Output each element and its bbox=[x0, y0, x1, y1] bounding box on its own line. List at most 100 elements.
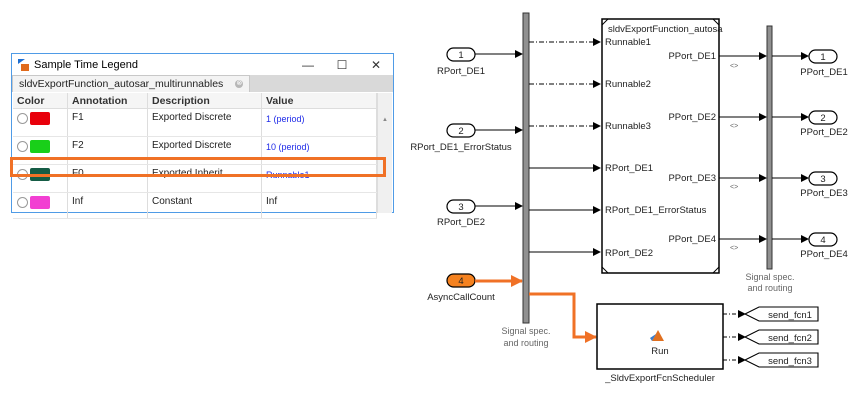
color-cell bbox=[13, 136, 68, 165]
outport-label: PPort_DE4 bbox=[800, 249, 848, 260]
send-fcn-label: send_fcn2 bbox=[768, 333, 812, 344]
color-cell bbox=[13, 108, 68, 137]
col-header-value: Value bbox=[261, 93, 377, 109]
inport-number: 1 bbox=[458, 50, 463, 61]
subsystem-input-port: RPort_DE2 bbox=[605, 248, 653, 259]
subsystem-input-port: Runnable2 bbox=[605, 79, 651, 90]
subsystem-output-port: PPort_DE4 bbox=[668, 234, 716, 245]
outport-4[interactable]: 4 PPort_DE4 bbox=[800, 232, 848, 260]
send-fcn-label: send_fcn1 bbox=[768, 310, 812, 321]
async-call-route-line[interactable] bbox=[529, 292, 597, 343]
outport-number: 3 bbox=[820, 174, 825, 185]
legend-row-highlighted: F0 Exported Inherit Runnable1 bbox=[13, 164, 377, 193]
row-radio[interactable] bbox=[17, 113, 28, 124]
subsystem-output-port: PPort_DE1 bbox=[668, 51, 716, 62]
color-cell bbox=[13, 192, 68, 219]
col-header-color: Color bbox=[13, 93, 68, 109]
title-bar: Sample Time Legend — ☐ ✕ bbox=[12, 54, 393, 75]
outport-label: PPort_DE3 bbox=[800, 188, 848, 199]
col-header-description: Description bbox=[147, 93, 262, 109]
description-cell: Exported Discrete bbox=[147, 136, 262, 165]
col-header-annotation: Annotation bbox=[67, 93, 148, 109]
sample-time-legend-window: Sample Time Legend — ☐ ✕ sldvExportFunct… bbox=[11, 53, 394, 219]
bus-marker: <> bbox=[730, 184, 738, 191]
matlab-app-icon bbox=[18, 58, 30, 71]
scroll-up-icon[interactable]: ▲ bbox=[382, 117, 388, 123]
outport-label: PPort_DE1 bbox=[800, 67, 848, 78]
block-label: and routing bbox=[503, 338, 548, 348]
window-title: Sample Time Legend bbox=[34, 58, 138, 71]
legend-table: Color Annotation Description Value F1 Ex… bbox=[13, 93, 377, 219]
description-cell: Exported Inherit bbox=[147, 164, 262, 193]
color-swatch[interactable] bbox=[30, 140, 50, 153]
inport-label: RPort_DE1_ErrorStatus bbox=[410, 142, 512, 153]
legend-header-row: Color Annotation Description Value bbox=[13, 93, 377, 109]
inport-label: RPort_DE1 bbox=[437, 66, 485, 77]
matlab-logo-icon bbox=[650, 330, 664, 341]
outport-3[interactable]: 3 PPort_DE3 bbox=[800, 171, 848, 199]
color-cell bbox=[13, 164, 68, 193]
subsystem-input-port: Runnable3 bbox=[605, 121, 651, 132]
vertical-scrollbar[interactable]: ▲ bbox=[377, 93, 392, 213]
tab-label: sldvExportFunction_autosar_multirunnable… bbox=[19, 78, 224, 90]
row-radio[interactable] bbox=[17, 197, 28, 208]
color-swatch[interactable] bbox=[30, 112, 50, 125]
annotation-cell: F0 bbox=[67, 164, 148, 193]
outport-label: PPort_DE2 bbox=[800, 127, 848, 138]
maximize-button[interactable]: ☐ bbox=[336, 57, 348, 72]
bus-marker: <> bbox=[730, 245, 738, 252]
annotation-cell: F2 bbox=[67, 136, 148, 165]
subsystem-input-port: RPort_DE1_ErrorStatus bbox=[605, 205, 707, 216]
tab-model[interactable]: sldvExportFunction_autosar_multirunnable… bbox=[12, 75, 251, 92]
outport-2[interactable]: 2 PPort_DE2 bbox=[800, 110, 848, 138]
subsystem-output-port: PPort_DE2 bbox=[668, 112, 716, 123]
inport-1[interactable]: 1 RPort_DE1 bbox=[437, 47, 485, 77]
inport-label: RPort_DE2 bbox=[437, 217, 485, 228]
description-cell: Constant bbox=[147, 192, 262, 219]
export-function-subsystem[interactable]: sldvExportFunction_autosa Runnable1 Runn… bbox=[601, 18, 723, 274]
block-label: Signal spec. bbox=[501, 326, 550, 336]
highlight-box bbox=[10, 157, 386, 177]
block-label: and routing bbox=[747, 283, 792, 293]
description-cell: Exported Discrete bbox=[147, 108, 262, 137]
annotation-cell: F1 bbox=[67, 108, 148, 137]
inport-2[interactable]: 2 RPort_DE1_ErrorStatus bbox=[410, 123, 512, 153]
value-cell: Inf bbox=[261, 192, 377, 219]
block-label: Signal spec. bbox=[745, 272, 794, 282]
outport-1[interactable]: 1 PPort_DE1 bbox=[800, 49, 848, 78]
send-fcn-outport-2[interactable]: send_fcn2 bbox=[743, 329, 819, 345]
inport-number: 2 bbox=[458, 126, 463, 137]
run-label: Run bbox=[651, 346, 668, 357]
legend-row: Inf Constant Inf bbox=[13, 192, 377, 219]
value-link[interactable]: 1 (period) bbox=[261, 108, 377, 137]
outport-number: 4 bbox=[820, 235, 825, 246]
inport-4-async[interactable]: 4 AsyncCallCount bbox=[427, 273, 495, 303]
send-fcn-outport-3[interactable]: send_fcn3 bbox=[743, 352, 819, 368]
bus-marker: <> bbox=[730, 123, 738, 130]
tab-strip: sldvExportFunction_autosar_multirunnable… bbox=[12, 75, 393, 92]
legend-row: F2 Exported Discrete 10 (period) bbox=[13, 136, 377, 165]
inport-label: AsyncCallCount bbox=[427, 292, 495, 303]
right-signal-spec-block[interactable]: Signal spec. and routing bbox=[745, 25, 795, 293]
row-radio[interactable] bbox=[17, 141, 28, 152]
subsystem-input-port: RPort_DE1 bbox=[605, 163, 653, 174]
subsystem-output-port: PPort_DE3 bbox=[668, 173, 716, 184]
close-button[interactable]: ✕ bbox=[370, 57, 382, 72]
inport-number: 3 bbox=[458, 202, 463, 213]
minimize-button[interactable]: — bbox=[302, 57, 314, 72]
inport-number: 4 bbox=[458, 276, 463, 287]
subsystem-input-port: Runnable1 bbox=[605, 37, 651, 48]
left-signal-spec-block[interactable]: Signal spec. and routing bbox=[501, 12, 551, 348]
scheduler-name: _SldvExportFcnScheduler bbox=[604, 373, 715, 384]
value-link[interactable]: 10 (period) bbox=[261, 136, 377, 165]
inport-3[interactable]: 3 RPort_DE2 bbox=[437, 199, 485, 228]
legend-row: F1 Exported Discrete 1 (period) bbox=[13, 108, 377, 137]
send-fcn-label: send_fcn3 bbox=[768, 356, 812, 367]
bus-marker: <> bbox=[730, 63, 738, 70]
color-swatch[interactable] bbox=[30, 196, 50, 209]
tab-close-icon[interactable]: ⊗ bbox=[235, 80, 244, 88]
scheduler-block[interactable]: Run _SldvExportFcnScheduler bbox=[596, 303, 724, 384]
send-fcn-outport-1[interactable]: send_fcn1 bbox=[743, 306, 819, 322]
annotation-cell: Inf bbox=[67, 192, 148, 219]
